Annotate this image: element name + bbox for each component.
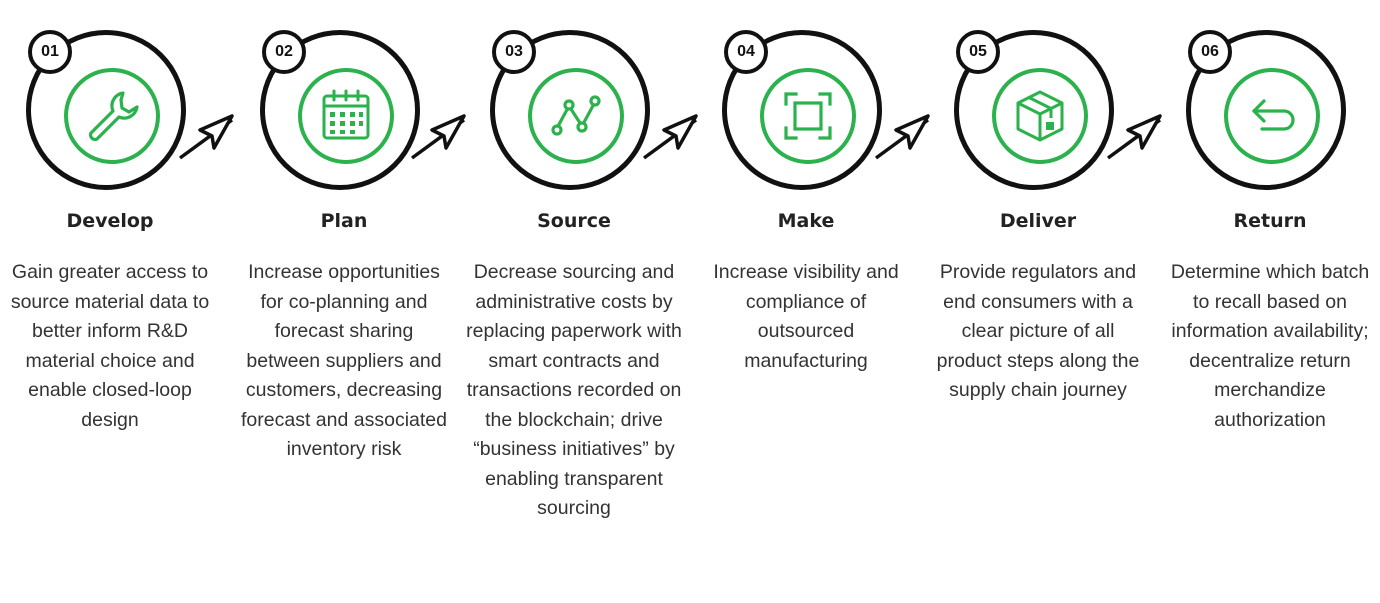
focus-frame-icon bbox=[784, 92, 832, 140]
step-number-badge: 01 bbox=[28, 30, 72, 74]
step-icon-circle bbox=[298, 68, 394, 164]
step-icon-circle bbox=[1224, 68, 1320, 164]
connector-arrow-head bbox=[198, 114, 234, 150]
step-description: Determine which batch to recall based on… bbox=[1170, 261, 1370, 431]
step-title: Return bbox=[1233, 210, 1307, 232]
step-number-badge: 04 bbox=[724, 30, 768, 74]
connector-arrow-head bbox=[662, 114, 698, 150]
connector-arrow-head bbox=[430, 114, 466, 150]
wrench-icon bbox=[88, 91, 139, 142]
calendar-icon bbox=[322, 89, 370, 140]
step-number-badge: 06 bbox=[1188, 30, 1232, 74]
step-description: Increase visibility and compliance of ou… bbox=[713, 261, 899, 372]
step-description: Gain greater access to source material d… bbox=[10, 261, 210, 431]
connector-arrow-head bbox=[1126, 114, 1162, 150]
step-number-badge: 02 bbox=[262, 30, 306, 74]
step-title: Plan bbox=[320, 210, 368, 232]
line-chart-icon bbox=[551, 95, 601, 136]
step-icon-circle bbox=[64, 68, 160, 164]
step-number-badge: 03 bbox=[492, 30, 536, 74]
step-number-badge: 05 bbox=[956, 30, 1000, 74]
step-description: Increase opportunities for co-planning a… bbox=[241, 261, 447, 460]
connector-arrows bbox=[178, 114, 1162, 160]
step-description: Decrease sourcing and administrative cos… bbox=[466, 261, 682, 519]
step-icon-circle bbox=[760, 68, 856, 164]
connector-arrow-head bbox=[894, 114, 930, 150]
step-title: Deliver bbox=[999, 210, 1077, 232]
step-title: Source bbox=[537, 210, 611, 232]
step-title: Make bbox=[777, 210, 835, 232]
step-icon-circle bbox=[992, 68, 1088, 164]
return-arrow-icon bbox=[1252, 99, 1295, 131]
step-description: Provide regulators and end consumers wit… bbox=[936, 261, 1140, 401]
step-title: Develop bbox=[66, 210, 154, 232]
package-box-icon bbox=[1016, 90, 1064, 142]
step-icon-circle bbox=[528, 68, 624, 164]
